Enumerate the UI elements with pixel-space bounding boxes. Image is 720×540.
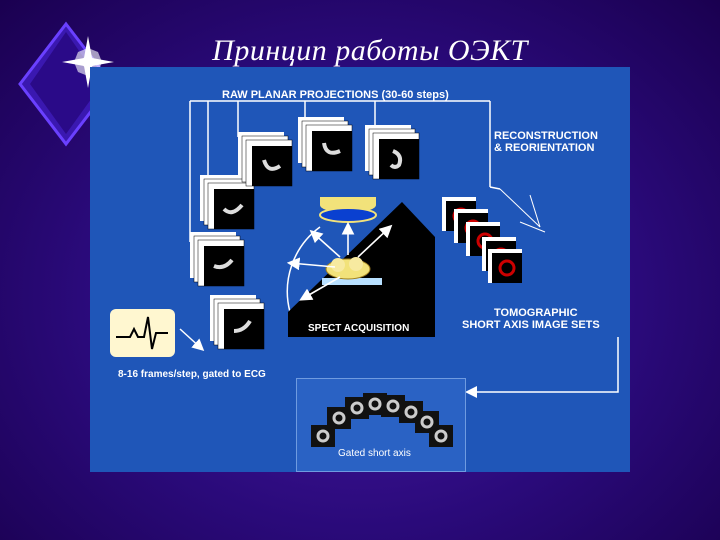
projection-connector-lines	[189, 100, 491, 242]
ecg-gating-label: 8-16 frames/step, gated to ECG	[118, 369, 266, 380]
projection-stack	[190, 232, 245, 287]
reconstruction-label-2: & REORIENTATION	[494, 142, 595, 154]
reconstruction-label-1: RECONSTRUCTION	[494, 130, 598, 142]
spect-diagram	[110, 100, 619, 398]
diagram-panel: RAW PLANAR PROJECTIONS (30-60 steps) REC…	[90, 67, 630, 472]
gated-frames	[311, 393, 453, 447]
tomographic-label-2: SHORT AXIS IMAGE SETS	[462, 319, 600, 331]
projection-stack	[200, 175, 255, 230]
slide-title: Принцип работы ОЭКТ	[212, 34, 528, 67]
tomographic-stack	[442, 197, 522, 283]
tomographic-label-1: TOMOGRAPHIC	[494, 307, 578, 319]
reorientation-lines	[499, 188, 546, 233]
patient-heart-icon	[322, 257, 382, 285]
projection-stack	[238, 132, 293, 187]
projection-stack	[210, 295, 265, 350]
raw-planar-label: RAW PLANAR PROJECTIONS (30-60 steps)	[222, 89, 449, 101]
emission-arrows	[286, 221, 393, 301]
gated-short-axis-label: Gated short axis	[338, 448, 411, 459]
return-arrow	[465, 337, 619, 398]
ecg-trace-icon	[110, 309, 175, 357]
projection-stack	[365, 125, 420, 180]
spect-acquisition-label: SPECT ACQUISITION	[308, 323, 410, 334]
projection-stack	[298, 117, 353, 172]
gated-short-axis-box	[296, 378, 466, 472]
gamma-camera-icon	[319, 197, 377, 223]
